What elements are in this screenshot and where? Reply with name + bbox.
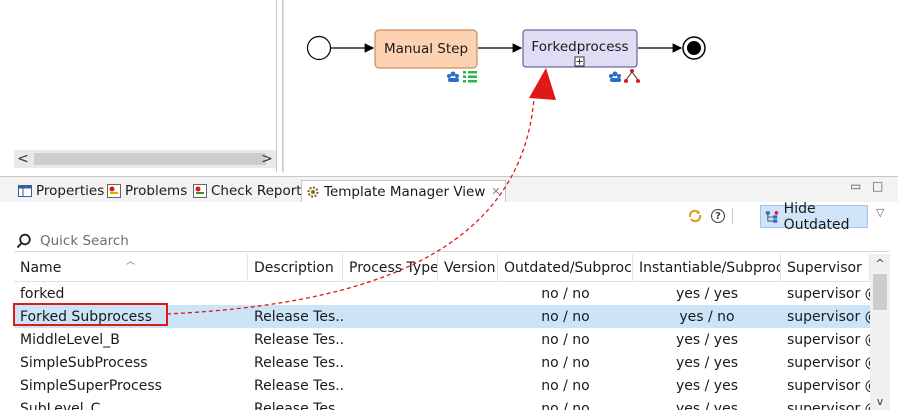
manual-step-task[interactable]: Manual Step [374, 29, 478, 69]
column-header-process-type[interactable]: Process Type [343, 254, 438, 281]
fork-icon [624, 69, 640, 83]
view-menu-icon[interactable]: ▽ [876, 206, 885, 219]
scroll-thumb[interactable] [873, 274, 887, 310]
manual-step-label: Manual Step [384, 41, 468, 57]
minimize-icon[interactable]: ▭ [850, 179, 862, 193]
tab-properties[interactable]: Properties [14, 180, 108, 202]
horizontal-scrollbar[interactable]: < > [14, 150, 276, 168]
tab-label: Problems [125, 183, 188, 199]
outline-pane: < > [0, 0, 277, 172]
scroll-down-icon[interactable]: v [876, 394, 884, 408]
tab-check-report[interactable]: Check Report [189, 180, 306, 202]
tab-problems[interactable]: Problems [103, 180, 191, 202]
search-icon [16, 233, 31, 248]
column-header-instantiable-subproc[interactable]: Instantiable/Subproc. [633, 254, 781, 281]
users-icon [609, 71, 621, 82]
gear-icon [307, 185, 319, 198]
tab-template-manager-view[interactable]: Template Manager View ✕ [301, 180, 506, 202]
maximize-icon[interactable]: □ [872, 179, 884, 193]
process-diagram: Manual Step Forkedprocess [283, 0, 706, 172]
sort-ascending-icon: ︿ [126, 257, 136, 267]
problems-icon [107, 184, 121, 198]
scroll-right-icon[interactable]: > [261, 151, 273, 167]
quick-search-bar [14, 230, 890, 252]
hide-outdated-label: Hide Outdated [783, 200, 850, 233]
check-report-icon [193, 184, 207, 198]
forked-process-task[interactable]: Forkedprocess [522, 29, 638, 68]
close-icon[interactable]: ✕ [491, 185, 501, 198]
table-row[interactable]: SubLevel_C Release Tes... no / no yes / … [20, 400, 870, 411]
quick-search-input[interactable] [40, 232, 440, 249]
start-event[interactable] [306, 35, 332, 61]
process-diagram-canvas[interactable]: Manual Step Forkedprocess [283, 0, 898, 172]
hierarchy-icon [765, 210, 779, 223]
hide-outdated-button[interactable]: Hide Outdated [760, 201, 868, 233]
table-row[interactable]: SimpleSuperProcess Release Tes... no / n… [20, 377, 870, 394]
tab-label: Check Report [211, 183, 302, 199]
scroll-left-icon[interactable]: < [17, 151, 29, 167]
column-header-version[interactable]: Version [438, 254, 498, 281]
scroll-thumb[interactable] [34, 153, 266, 165]
table-header: Name ︿ Description Process Type Version … [14, 254, 870, 282]
toolbar-separator [732, 208, 733, 224]
table-row-selected[interactable]: Forked Subprocess Release Tes... no / no… [14, 305, 870, 328]
scroll-up-icon[interactable]: ^ [875, 256, 885, 270]
template-table: Name ︿ Description Process Type Version … [14, 254, 870, 410]
table-row[interactable]: MiddleLevel_B Release Tes... no / no yes… [20, 331, 870, 348]
column-header-description[interactable]: Description [248, 254, 343, 281]
properties-icon [18, 185, 32, 197]
checklist-icon [463, 71, 477, 83]
column-header-supervisor[interactable]: Supervisor [781, 254, 870, 281]
users-icon [447, 71, 459, 82]
column-header-name[interactable]: Name ︿ [14, 254, 248, 281]
vertical-scrollbar[interactable]: ^ v [870, 254, 890, 410]
help-icon[interactable]: ? [709, 207, 727, 225]
tab-label: Properties [36, 183, 105, 199]
tab-label: Template Manager View [324, 183, 486, 200]
view-tab-bar: Properties Problems Check Report Templat… [0, 176, 898, 202]
end-event[interactable] [682, 36, 706, 60]
view-toolbar: ? Hide Outdated ▽ [0, 201, 898, 233]
table-row[interactable]: SimpleSubProcess Release Tes... no / no … [20, 354, 870, 371]
table-row[interactable]: forked no / no yes / yes supervisor @ [20, 285, 870, 302]
help-label: ? [715, 210, 721, 222]
forked-process-label: Forkedprocess [531, 39, 628, 55]
sync-icon[interactable] [686, 207, 704, 225]
column-header-outdated-subproc[interactable]: Outdated/Subproc. [498, 254, 633, 281]
